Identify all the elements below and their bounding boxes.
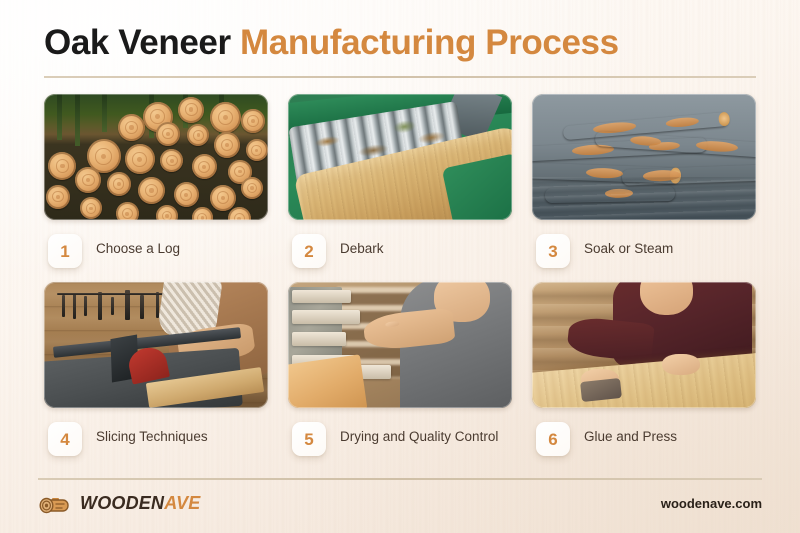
step-card-2: 2 Debark bbox=[288, 94, 512, 268]
step-label-2: Debark bbox=[340, 241, 384, 256]
page-title: Oak Veneer Manufacturing Process bbox=[44, 22, 756, 64]
header: Oak Veneer Manufacturing Process bbox=[44, 22, 756, 64]
step-number-badge-3: 3 bbox=[536, 234, 570, 268]
step-image-5 bbox=[288, 282, 512, 408]
step-label-4: Slicing Techniques bbox=[96, 429, 208, 444]
title-primary: Oak Veneer bbox=[44, 23, 231, 62]
footer-divider bbox=[38, 478, 762, 480]
header-divider bbox=[44, 76, 756, 78]
step-number-badge-1: 1 bbox=[48, 234, 82, 268]
debarking-machine-illustration bbox=[288, 94, 512, 220]
step-caption-2: 2 Debark bbox=[288, 234, 512, 268]
drying-rack-illustration bbox=[288, 282, 512, 408]
log-icon bbox=[39, 497, 69, 514]
website-url[interactable]: woodenave.com bbox=[660, 495, 762, 511]
steps-grid: 1 Choose a Log 2 bbox=[44, 94, 756, 456]
brand-logo[interactable]: WOODENAVE bbox=[38, 492, 200, 514]
step-number-badge-6: 6 bbox=[536, 422, 570, 456]
step-label-6: Glue and Press bbox=[584, 429, 678, 444]
logs-in-water-illustration bbox=[532, 94, 756, 220]
step-card-1: 1 Choose a Log bbox=[44, 94, 268, 268]
brand-text-primary: WOODEN bbox=[80, 492, 165, 513]
footer: WOODENAVE woodenave.com bbox=[38, 486, 762, 520]
step-caption-3: 3 Soak or Steam bbox=[532, 234, 756, 268]
step-number-badge-2: 2 bbox=[292, 234, 326, 268]
step-label-3: Soak or Steam bbox=[584, 241, 674, 256]
step-card-5: 5 Drying and Quality Control bbox=[288, 282, 512, 456]
step-card-3: 3 Soak or Steam bbox=[532, 94, 756, 268]
step-image-1 bbox=[44, 94, 268, 220]
step-label-1: Choose a Log bbox=[96, 241, 181, 256]
step-caption-1: 1 Choose a Log bbox=[44, 234, 268, 268]
step-image-4 bbox=[44, 282, 268, 408]
brand-text-accent: AVE bbox=[164, 492, 201, 513]
step-caption-6: 6 Glue and Press bbox=[532, 422, 756, 456]
step-image-2 bbox=[288, 94, 512, 220]
step-caption-5: 5 Drying and Quality Control bbox=[288, 422, 512, 456]
step-card-6: 6 Glue and Press bbox=[532, 282, 756, 456]
step-image-3 bbox=[532, 94, 756, 220]
step-label-5: Drying and Quality Control bbox=[340, 429, 499, 444]
glue-press-illustration bbox=[532, 282, 756, 408]
step-image-6 bbox=[532, 282, 756, 408]
stacked-logs-illustration bbox=[44, 94, 268, 220]
step-number-badge-5: 5 bbox=[292, 422, 326, 456]
table-saw-illustration bbox=[44, 282, 268, 408]
brand-text: WOODENAVE bbox=[80, 493, 200, 514]
title-accent: Manufacturing Process bbox=[240, 23, 619, 62]
step-card-4: 4 Slicing Techniques bbox=[44, 282, 268, 456]
step-caption-4: 4 Slicing Techniques bbox=[44, 422, 268, 456]
step-number-badge-4: 4 bbox=[48, 422, 82, 456]
